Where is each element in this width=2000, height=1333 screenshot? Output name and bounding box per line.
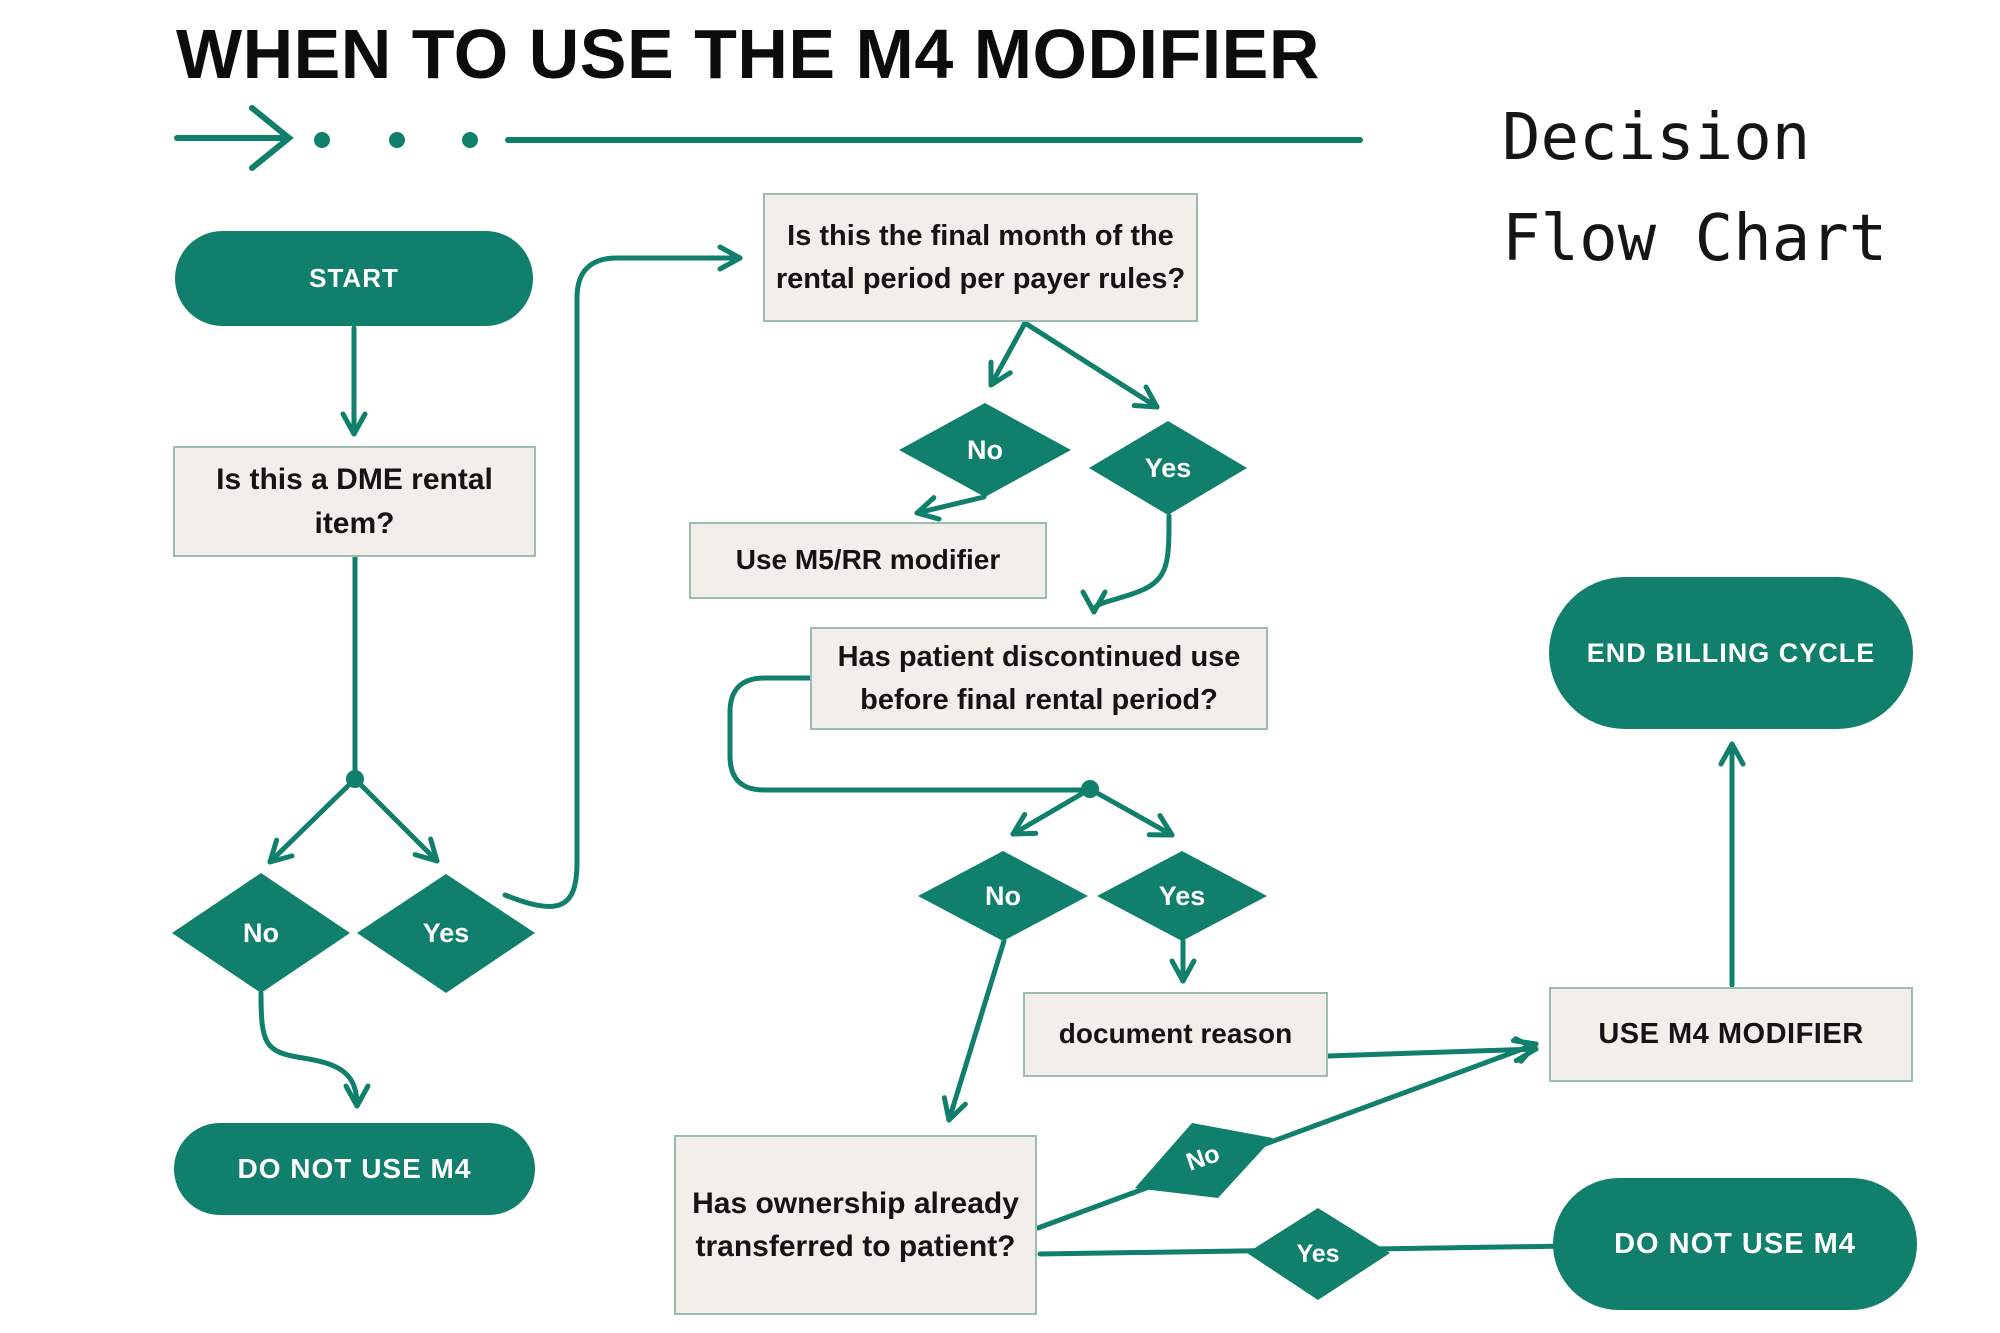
header-arrow-decoration [174, 105, 294, 171]
connector-no2-to-usem5 [914, 494, 987, 522]
diamond-no-after-ownership [1135, 1123, 1273, 1198]
connector-group [258, 244, 1746, 1257]
do-not-use-m4-left-node: DO NOT USE M4 [174, 1123, 535, 1215]
diamond-yes-after-discontinued [1097, 851, 1267, 941]
use-m4-modifier-node: USE M4 MODIFIER [1549, 987, 1913, 1082]
connector-yes2-to-q3 [1080, 513, 1172, 615]
label-yes-after-dme: Yes [422, 917, 470, 948]
label-yes-after-ownership: Yes [1296, 1239, 1340, 1268]
question-dme-rental: Is this a DME rental item? [173, 446, 536, 557]
connector-q2-to-no2 [988, 320, 1028, 388]
question-discontinued: Has patient discontinued use before fina… [810, 627, 1268, 730]
page-title: WHEN TO USE THE M4 MODIFIER [176, 15, 1320, 93]
use-m5-rr-node: Use M5/RR modifier [689, 522, 1047, 599]
diamond-yes-after-final-month [1089, 421, 1247, 515]
connector-junction2-to-yes3 [1087, 786, 1175, 838]
subtitle-line-1: Decision [1502, 101, 1811, 175]
connector-junction2-to-no3 [1010, 786, 1093, 837]
connector-no1-to-donotuse [258, 990, 371, 1109]
label-no-after-discontinued: No [985, 880, 1021, 911]
document-reason-node: document reason [1023, 992, 1328, 1077]
label-yes-after-discontinued: Yes [1158, 880, 1206, 911]
label-yes-after-final-month: Yes [1144, 452, 1192, 483]
subtitle-line-2: Flow Chart [1502, 202, 1888, 276]
diamond-yes-after-ownership [1247, 1208, 1390, 1300]
diamond-group [172, 403, 1390, 1300]
connector-q3-loop-to-junction2 [727, 675, 1086, 793]
connector-junction1-to-no1 [267, 776, 358, 865]
question-final-month: Is this the final month of the rental pe… [763, 193, 1198, 322]
junction-dot-1 [346, 770, 364, 788]
start-node: START [175, 231, 533, 326]
diamond-no-after-final-month [899, 403, 1071, 497]
diamond-no-after-discontinued [918, 851, 1088, 941]
header-dots-decoration [314, 132, 478, 148]
label-no-after-dme: No [243, 917, 279, 948]
connector-no3-to-q4 [941, 938, 1007, 1123]
connector-junction1-to-yes1 [352, 776, 440, 864]
connector-q2-to-yes2 [1022, 320, 1160, 410]
label-no-after-final-month: No [967, 434, 1003, 465]
junction-dot-2 [1081, 780, 1099, 798]
connector-document-to-usem4 [1325, 1036, 1539, 1064]
chart-subtitle: Decision Flow Chart [1502, 88, 1887, 290]
question-ownership: Has ownership already transferred to pat… [674, 1135, 1037, 1315]
diamond-no-after-dme [172, 873, 350, 993]
do-not-use-m4-right-node: DO NOT USE M4 [1553, 1178, 1917, 1310]
connector-q4-no-to-usem4 [1035, 1038, 1539, 1231]
diamond-yes-after-dme [357, 874, 535, 993]
connector-yes1-to-q2 [502, 244, 743, 909]
end-billing-cycle-node: END BILLING CYCLE [1549, 577, 1913, 729]
